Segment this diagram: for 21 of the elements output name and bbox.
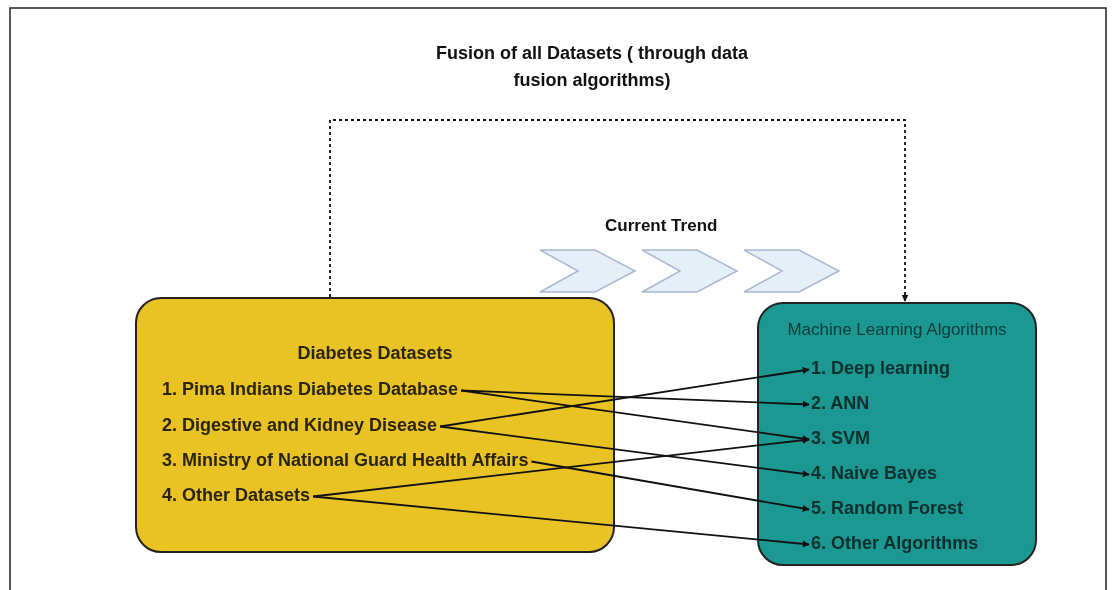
arrow bbox=[460, 389, 810, 443]
algorithm-item: 6. Other Algorithms bbox=[811, 533, 979, 554]
dashed-arrow bbox=[329, 119, 909, 302]
dataset-item: 1. Pima Indians Diabetes Database bbox=[162, 379, 459, 400]
panel-heading: Machine Learning Algorithms bbox=[786, 320, 1008, 340]
algorithm-panel bbox=[757, 302, 1037, 566]
dataset-item: 4. Other Datasets bbox=[162, 485, 311, 506]
algorithm-item: 3. SVM bbox=[811, 428, 871, 449]
arrow bbox=[530, 460, 810, 512]
algorithm-item: 4. Naive Bayes bbox=[811, 463, 938, 484]
arrow bbox=[312, 495, 810, 548]
dataset-item: 2. Digestive and Kidney Disease bbox=[162, 415, 438, 436]
arrow bbox=[439, 367, 810, 428]
panel-heading: Diabetes Datasets bbox=[296, 343, 454, 364]
arrow bbox=[312, 436, 810, 498]
algorithm-item: 1. Deep learning bbox=[811, 358, 951, 379]
algorithm-item: 2. ANN bbox=[811, 393, 870, 414]
dataset-item: 3. Ministry of National Guard Health Affairs bbox=[162, 450, 529, 471]
dataset-panel bbox=[135, 297, 615, 553]
algorithm-item: 5. Random Forest bbox=[811, 498, 964, 519]
arrow bbox=[439, 425, 810, 478]
